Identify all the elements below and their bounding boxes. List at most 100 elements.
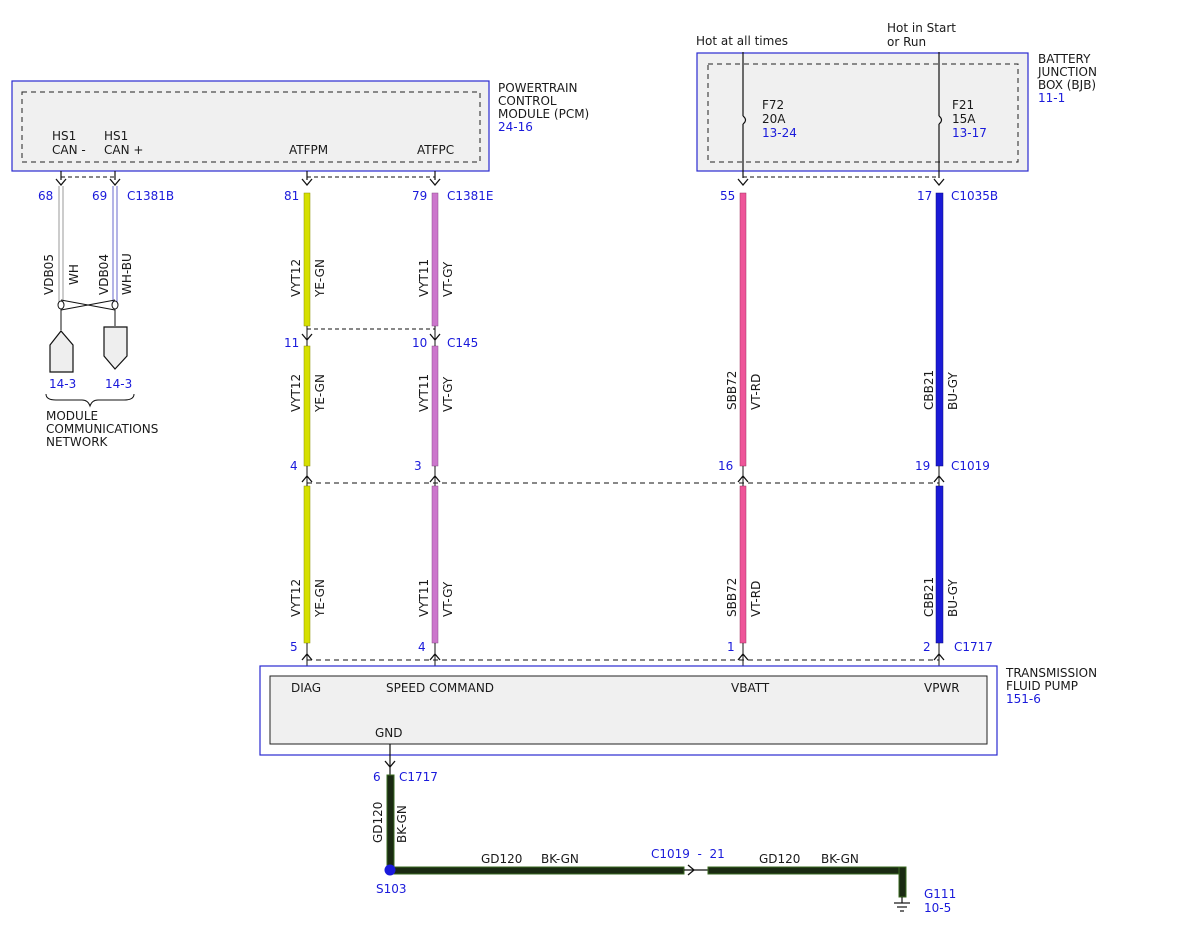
conn-c1717-5-icon bbox=[301, 652, 313, 661]
network-connector-right-icon bbox=[103, 326, 128, 370]
pin-1: 1 bbox=[727, 640, 735, 654]
wire-label-cbb21-1: CBB21 bbox=[922, 370, 936, 410]
wire-label-yegn-1: YE-GN bbox=[313, 259, 327, 298]
pin-4a: 4 bbox=[290, 459, 298, 473]
fuse-f72-icon bbox=[742, 115, 747, 125]
wire-label-bkgn-h2: BK-GN bbox=[821, 852, 859, 866]
conn-c1381b: C1381B bbox=[127, 189, 174, 203]
wire-vyt12-seg3 bbox=[303, 485, 311, 644]
pin-6: 6 bbox=[373, 770, 381, 784]
pcm-ref: 24-16 bbox=[498, 120, 533, 134]
conn-c1019: C1019 bbox=[951, 459, 990, 473]
conn-c1019-3-icon bbox=[429, 474, 441, 483]
wire-vdb04 bbox=[112, 186, 118, 305]
ground-g111: G111 bbox=[924, 887, 956, 901]
network-ref-2: 14-3 bbox=[105, 377, 132, 391]
pump-pin-diag: DIAG bbox=[291, 681, 321, 695]
wire-gd120-horizontal-2 bbox=[707, 866, 907, 875]
pin-4b: 4 bbox=[418, 640, 426, 654]
conn-c1717-bottom: C1717 bbox=[399, 770, 438, 784]
wire-label-vyt11-3: VYT11 bbox=[417, 579, 431, 617]
wire-label-whbu: WH-BU bbox=[120, 253, 134, 295]
conn-c145: C145 bbox=[447, 336, 478, 350]
fuse-f72-rating: 20A bbox=[762, 112, 786, 126]
pin-10: 10 bbox=[412, 336, 427, 350]
conn-c1717-6-icon bbox=[384, 760, 396, 769]
pin-16: 16 bbox=[718, 459, 733, 473]
wire-sbb72-seg1 bbox=[739, 192, 747, 467]
fuse-f21-icon bbox=[938, 115, 943, 125]
wire-label-bkgn-h1: BK-GN bbox=[541, 852, 579, 866]
conn-c1019-21: C1019 - 21 bbox=[651, 847, 725, 861]
wire-label-vyt11-2: VYT11 bbox=[417, 374, 431, 412]
conn-c1019-16-icon bbox=[737, 474, 749, 483]
wire-label-wh: WH bbox=[67, 264, 81, 285]
conn-c1381e-79-icon bbox=[429, 178, 441, 187]
wire-gd120-vertical bbox=[386, 774, 395, 871]
splice-s103-icon bbox=[384, 864, 396, 876]
pcm-atfpc-pin: ATFPC bbox=[417, 143, 454, 157]
network-brace-icon bbox=[45, 393, 135, 408]
wire-label-cbb21-2: CBB21 bbox=[922, 577, 936, 617]
wire-vyt12-seg1 bbox=[303, 192, 311, 327]
pump-pin-gnd: GND bbox=[375, 726, 403, 740]
conn-c1717-2-icon bbox=[933, 652, 945, 661]
conn-c1019-19-icon bbox=[933, 474, 945, 483]
wire-label-vtgy-2: VT-GY bbox=[441, 376, 455, 412]
transmission-fluid-pump: DIAG SPEED COMMAND VBATT VPWR GND bbox=[259, 665, 998, 756]
pin-81: 81 bbox=[284, 189, 299, 203]
fuse-f72-name: F72 bbox=[762, 98, 784, 112]
pin-3: 3 bbox=[414, 459, 422, 473]
conn-c1381b-68-icon bbox=[55, 178, 67, 187]
wire-label-vdb04: VDB04 bbox=[97, 254, 111, 295]
bjb-name-2: JUNCTION bbox=[1037, 65, 1097, 79]
wire-vyt11-seg1 bbox=[431, 192, 439, 327]
wire-label-vtgy-1: VT-GY bbox=[441, 261, 455, 297]
wire-gd120-drop bbox=[898, 866, 907, 898]
wire-label-bugy-2: BU-GY bbox=[946, 579, 960, 617]
network-label-1: MODULE bbox=[46, 409, 98, 423]
pcm-name-3: MODULE (PCM) bbox=[498, 107, 589, 121]
wire-label-vyt12-2: VYT12 bbox=[289, 374, 303, 412]
wire-label-vtgy-3: VT-GY bbox=[441, 581, 455, 617]
pin-69: 69 bbox=[92, 189, 107, 203]
wire-label-vdb05: VDB05 bbox=[42, 254, 56, 295]
wire-label-yegn-3: YE-GN bbox=[313, 579, 327, 618]
network-connector-left-icon bbox=[49, 330, 74, 373]
pin-11: 11 bbox=[284, 336, 299, 350]
wire-cbb21-seg1 bbox=[935, 192, 944, 467]
conn-c1035b: C1035B bbox=[951, 189, 998, 203]
network-ref-1: 14-3 bbox=[49, 377, 76, 391]
conn-c1717-1-icon bbox=[737, 652, 749, 661]
wire-label-vtrd-1: VT-RD bbox=[749, 374, 763, 410]
wire-label-sbb72-1: SBB72 bbox=[725, 371, 739, 410]
wire-vdb05 bbox=[58, 186, 64, 305]
pin-2: 2 bbox=[923, 640, 931, 654]
pcm-hs1-right-1: HS1 bbox=[104, 129, 128, 143]
pump-pin-speed: SPEED COMMAND bbox=[386, 681, 494, 695]
pin-19: 19 bbox=[915, 459, 930, 473]
wire-vyt11-seg2 bbox=[431, 345, 439, 467]
pin-68: 68 bbox=[38, 189, 53, 203]
wire-label-bkgn-v: BK-GN bbox=[395, 805, 409, 843]
hot-at-all-times-label: Hot at all times bbox=[696, 34, 788, 48]
pin-55: 55 bbox=[720, 189, 735, 203]
pcm-hs1-right-2: CAN + bbox=[104, 143, 143, 157]
pump-name-2: FLUID PUMP bbox=[1006, 679, 1078, 693]
fuse-f21-ref: 13-17 bbox=[952, 126, 987, 140]
network-label-2: COMMUNICATIONS bbox=[46, 422, 158, 436]
wire-vyt11-seg3 bbox=[431, 485, 439, 644]
conn-c1035b-55-icon bbox=[737, 178, 749, 187]
conn-c1717-4-icon bbox=[429, 652, 441, 661]
conn-c1019-4-icon bbox=[301, 474, 313, 483]
wire-label-vyt11-1: VYT11 bbox=[417, 259, 431, 297]
ground-icon bbox=[894, 902, 910, 912]
wire-label-gd120-h2: GD120 bbox=[759, 852, 800, 866]
wire-label-vyt12-1: VYT12 bbox=[289, 259, 303, 297]
wire-label-bugy-1: BU-GY bbox=[946, 372, 960, 410]
wire-cbb21-seg2 bbox=[935, 485, 944, 644]
pcm-module: HS1 CAN - HS1 CAN + ATFPM ATFPC bbox=[11, 80, 490, 172]
wire-label-vyt12-3: VYT12 bbox=[289, 579, 303, 617]
conn-c1381e: C1381E bbox=[447, 189, 494, 203]
